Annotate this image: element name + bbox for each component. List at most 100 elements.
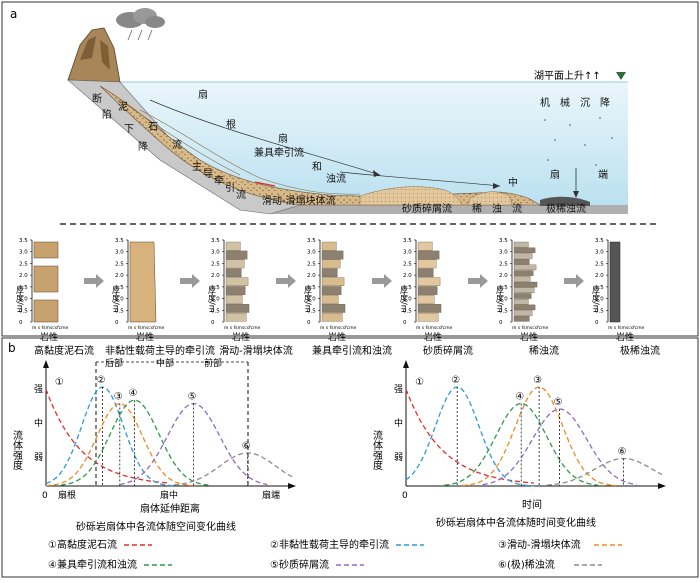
label-mud-5: 流 <box>172 138 182 151</box>
log-tick-label: 1.0 <box>211 297 220 303</box>
curve-label-6: ⑥ <box>618 447 627 458</box>
left-xlabel: 扇体延伸距离 <box>140 502 200 515</box>
log-tick-label: 1.5 <box>595 285 604 291</box>
label-fan-mid: 中 <box>508 176 518 189</box>
legend-item-3: ③滑动-滑塌块体流 <box>498 538 622 551</box>
log-bed <box>321 250 344 260</box>
log-transition-arrow-icon <box>372 274 392 288</box>
log-bed <box>321 277 345 286</box>
log-bed <box>33 299 59 323</box>
log-tick-label: 2.0 <box>595 273 604 279</box>
legend-item-6: ⑥(极)稀浊流 <box>498 558 602 571</box>
label-fan-end-2: 端 <box>598 168 608 181</box>
log-grain-scale: m s fsmscsfcme <box>32 325 69 331</box>
right-ylabel: 流体强度 <box>371 429 383 471</box>
log-tick-label: 3.5 <box>595 238 604 244</box>
log-bed <box>513 247 536 253</box>
curve-label-4: ④ <box>129 388 138 399</box>
log-ylabel: 厚度/m <box>208 286 217 313</box>
log-tick-label: 2.0 <box>499 273 508 279</box>
log-bed <box>417 312 439 322</box>
log-tick-label: 0 <box>115 320 119 326</box>
log-tick-label: 1.0 <box>499 297 508 303</box>
log-bed <box>417 277 441 286</box>
log-bed <box>225 259 245 269</box>
left-tick-root: 扇根 <box>58 489 76 501</box>
log-tick-label: 3.5 <box>307 238 316 244</box>
log-tick-label: 2.5 <box>307 261 316 267</box>
log-tick-label: 1.5 <box>403 285 412 291</box>
label-slide: 滑动-滑塌块体流 <box>262 194 336 207</box>
log-tick-label: 2.5 <box>115 261 124 267</box>
settling-arrowhead <box>573 191 579 198</box>
fan-layer-2 <box>119 99 241 176</box>
curve-label-6: ⑥ <box>242 441 251 452</box>
log-tick-label: 0.5 <box>19 308 28 314</box>
left-y-arrow-icon <box>43 360 49 368</box>
curve-4 <box>60 399 209 486</box>
curve-1 <box>405 388 535 484</box>
log-lithology-label: 岩性 <box>328 331 346 343</box>
label-dilute: 稀 浊 流 <box>472 202 522 215</box>
log-tick-label: 1.5 <box>499 285 508 291</box>
log-tick-label: 3.0 <box>19 250 28 256</box>
left-level-strong: 强 <box>34 384 43 395</box>
label-main-3: 牵 <box>214 175 224 187</box>
label-main-4: 引 <box>225 182 235 194</box>
log-6: 厚度/m3.53.02.52.01.51.00.50m s fsmscsfcme… <box>496 238 584 357</box>
log-tick-label: 2.5 <box>595 261 604 267</box>
right-x-arrow-icon <box>658 483 666 489</box>
log-tick-label: 2.5 <box>499 261 508 267</box>
left-tick-end: 扇端 <box>262 489 280 501</box>
label-mud-3: 石 <box>148 122 158 133</box>
right-xlabel: 时间 <box>522 498 542 511</box>
mountain <box>67 27 121 83</box>
panel-b-label: b <box>8 341 16 355</box>
label-fan-lower: 扇 <box>278 132 288 145</box>
log-tick-label: 3.5 <box>19 238 28 244</box>
legend-label: ①高黏度泥石流 <box>48 538 117 551</box>
log-name: 极稀浊流 <box>620 344 660 357</box>
zone-rear: 后部 <box>105 357 123 369</box>
lake-floor <box>250 205 628 214</box>
curve-2 <box>45 386 177 487</box>
log-3: 厚度/m3.53.02.52.01.51.00.50m s fsmscsfcme… <box>208 238 296 357</box>
log-tick-label: 2.0 <box>403 273 412 279</box>
log-5: 厚度/m3.53.02.52.01.51.00.50m s fsmscsfcme… <box>400 238 488 357</box>
log-tick-label: 2.0 <box>307 273 316 279</box>
zone-front: 前部 <box>204 357 222 369</box>
label-fan-root-1: 扇 <box>198 88 208 101</box>
log-bed <box>513 264 537 271</box>
log-bed <box>513 298 529 305</box>
label-mud-1: 泥 <box>118 100 128 113</box>
log-2: 厚度/m3.53.02.52.01.51.00.50m s fsmscsfcme… <box>105 238 215 357</box>
log-bed <box>33 265 59 293</box>
curve-label-5: ⑤ <box>554 397 563 408</box>
log-bed <box>417 250 440 260</box>
curve-label-3: ③ <box>114 392 123 403</box>
log-transition-arrow-icon <box>84 274 104 288</box>
log-bed <box>417 286 438 295</box>
log-bed <box>225 312 247 322</box>
log-tick-label: 3.0 <box>211 250 220 256</box>
lake-level-marker-icon <box>616 72 626 80</box>
legend-label: ④兼具牵引流和浊流 <box>48 558 137 571</box>
legend-label: ⑥(极)稀浊流 <box>498 558 555 571</box>
label-main-2: 导 <box>203 168 213 180</box>
log-4: 厚度/m3.53.02.52.01.51.00.50m s fsmscsfcme… <box>304 238 392 357</box>
legend-item-5: ⑤砂质碎屑流 <box>270 558 364 571</box>
log-ylabel: 厚度/m <box>16 286 25 313</box>
log-grain-scale: m s fsmscsfcme <box>320 325 357 331</box>
zone-middle: 中部 <box>156 357 174 369</box>
curve-label-5: ⑤ <box>188 392 197 403</box>
log-tick-label: 3.5 <box>115 238 124 244</box>
log-bed <box>513 304 536 311</box>
lithology-logs: 厚度/m 3.5 3.0 2.5 2.0 1.5 1.0 0.5 0 m s fsmscsfcme… <box>16 238 661 357</box>
log-bed <box>321 312 343 322</box>
legend-label: ⑤砂质碎屑流 <box>270 558 329 571</box>
left-tick-mid: 扇中 <box>160 489 178 501</box>
curve-6 <box>173 452 293 486</box>
